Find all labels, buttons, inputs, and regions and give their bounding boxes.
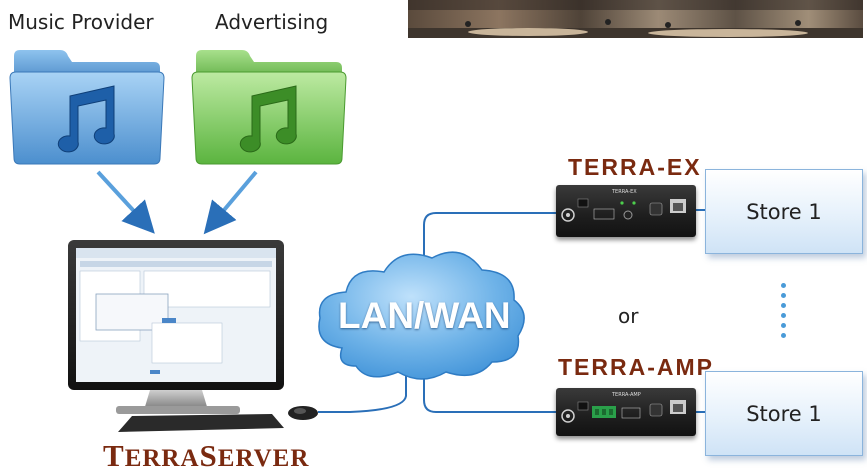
store-photo — [408, 0, 863, 38]
terra-ex-plate: TERRA-EX — [612, 189, 637, 195]
terra-amp-plate: TERRA-AMP — [612, 392, 641, 398]
ellipsis-dot — [781, 313, 786, 318]
store-box-bottom: Store 1 — [705, 371, 863, 456]
music-provider-label: Music Provider — [8, 10, 154, 34]
terra-amp-device: TERRA-AMP — [556, 388, 696, 436]
or-separator: or — [618, 304, 639, 328]
store-label-top: Store 1 — [746, 199, 822, 224]
terra-ex-title: TERRA-EX — [568, 154, 702, 180]
ellipsis-dot — [781, 333, 786, 338]
terra-ex-device: TERRA-EX — [556, 185, 696, 237]
network-cloud — [312, 238, 532, 388]
advertising-folder-icon — [190, 48, 348, 166]
terra-amp-title: TERRA-AMP — [558, 354, 714, 380]
advertising-label: Advertising — [215, 10, 329, 34]
ellipsis-dot — [781, 303, 786, 308]
mouse-icon — [286, 404, 320, 422]
network-label: LAN/WAN — [338, 295, 511, 336]
ellipsis-dot — [781, 323, 786, 328]
server-computer — [62, 238, 290, 438]
ellipsis-dot — [781, 283, 786, 288]
store-label-bottom: Store 1 — [746, 401, 822, 426]
terraserver-title: TERRASERVER — [103, 438, 310, 473]
ellipsis-dot — [781, 293, 786, 298]
store-box-top: Store 1 — [705, 169, 863, 254]
music-folder-icon — [8, 48, 166, 166]
